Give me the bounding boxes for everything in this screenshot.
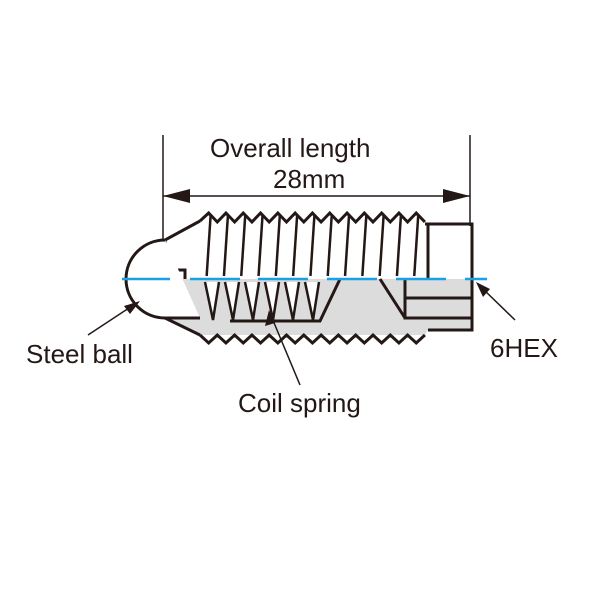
arrow-hex-icon (476, 282, 490, 297)
leader-lines (87, 287, 516, 386)
arrow-steel-ball-icon (124, 301, 140, 314)
label-steel-ball: Steel ball (26, 339, 133, 369)
arrow-coil-spring-icon (265, 310, 275, 326)
coil-spring (203, 281, 321, 321)
top-thread (198, 210, 426, 225)
label-coil-spring: Coil spring (238, 388, 361, 418)
bottom-thread (198, 332, 426, 346)
thread-lines (205, 214, 420, 277)
label-hex: 6HEX (490, 333, 558, 363)
dimension-value: 28mm (273, 164, 346, 194)
arrow-left-icon (163, 189, 190, 203)
dimension-lines (162, 135, 471, 245)
dimension-title: Overall length (210, 133, 371, 163)
arrow-right-icon (443, 189, 470, 203)
